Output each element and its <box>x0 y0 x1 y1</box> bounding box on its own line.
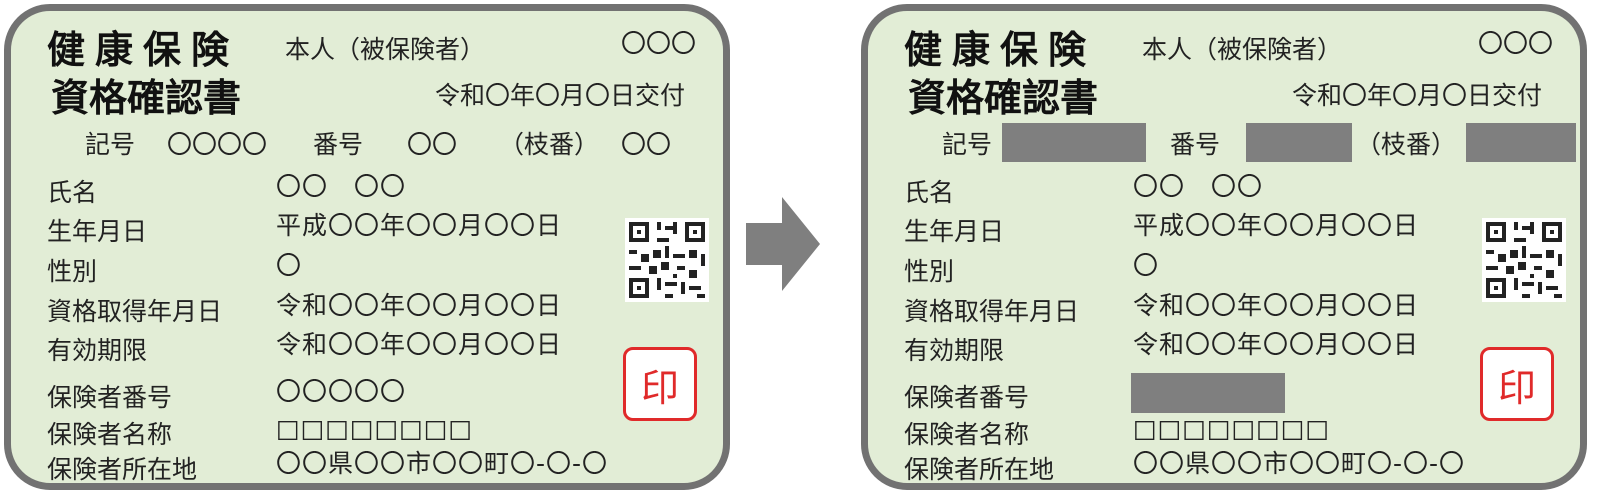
redacted-insurer-number <box>1131 373 1285 413</box>
symbol-label: 記号 <box>942 130 993 159</box>
redacted-number <box>1246 123 1352 162</box>
field-label-insurer-name: 保険者名称 <box>904 420 1030 449</box>
card-title-line1: 健康保険 <box>904 28 1097 72</box>
field-value-acquired: 令和〇〇年〇〇月〇〇日 <box>1133 291 1420 320</box>
symbol-label: 記号 <box>85 130 136 159</box>
field-label-expiry: 有効期限 <box>47 336 148 365</box>
top-right-code: 〇〇〇 <box>1478 29 1554 58</box>
subject-label: 本人（被保険者） <box>1142 35 1343 64</box>
card-title-line2: 資格確認書 <box>908 76 1099 120</box>
branch-label: （枝番） <box>1356 130 1457 159</box>
field-label-expiry: 有効期限 <box>904 336 1005 365</box>
field-value-acquired: 令和〇〇年〇〇月〇〇日 <box>276 291 563 320</box>
issue-date: 令和〇年〇月〇日交付 <box>1292 81 1543 110</box>
branch-value: 〇〇 <box>621 130 672 159</box>
field-label-name: 氏名 <box>47 178 98 207</box>
field-label-acquired: 資格取得年月日 <box>904 297 1080 326</box>
field-label-insurer-address: 保険者所在地 <box>47 455 198 484</box>
field-label-birthdate: 生年月日 <box>47 217 148 246</box>
field-value-expiry: 令和〇〇年〇〇月〇〇日 <box>276 330 563 359</box>
insurance-card-redacted: 健康保険 資格確認書 本人（被保険者） 〇〇〇 令和〇年〇月〇日交付 記号 番号… <box>861 4 1587 490</box>
field-label-insurer-address: 保険者所在地 <box>904 455 1055 484</box>
symbol-value: 〇〇〇〇 <box>167 130 268 159</box>
field-value-insurer-name: □□□□□□□□ <box>1133 414 1330 443</box>
field-value-insurer-address: 〇〇県〇〇市〇〇町〇-〇-〇 <box>276 449 609 478</box>
field-value-gender: 〇 <box>276 251 303 280</box>
insurance-card-original: 健康保険 資格確認書 本人（被保険者） 〇〇〇 令和〇年〇月〇日交付 記号 〇〇… <box>4 4 730 490</box>
seal-stamp: 印 <box>623 347 697 421</box>
number-label: 番号 <box>1170 130 1221 159</box>
card-title-line2: 資格確認書 <box>51 76 242 120</box>
field-value-insurer-name: □□□□□□□□ <box>276 414 473 443</box>
field-label-gender: 性別 <box>47 257 98 286</box>
field-value-expiry: 令和〇〇年〇〇月〇〇日 <box>1133 330 1420 359</box>
field-value-gender: 〇 <box>1133 251 1160 280</box>
redacted-symbol <box>1002 123 1146 162</box>
field-value-name: 〇〇 〇〇 <box>1133 172 1264 201</box>
field-label-acquired: 資格取得年月日 <box>47 297 223 326</box>
field-label-insurer-number: 保険者番号 <box>904 383 1030 412</box>
field-value-insurer-number: 〇〇〇〇〇 <box>276 377 407 406</box>
field-label-birthdate: 生年月日 <box>904 217 1005 246</box>
field-label-insurer-name: 保険者名称 <box>47 420 173 449</box>
number-value: 〇〇 <box>407 130 458 159</box>
field-value-name: 〇〇 〇〇 <box>276 172 407 201</box>
field-label-insurer-number: 保険者番号 <box>47 383 173 412</box>
qr-code-icon <box>1482 218 1566 302</box>
qr-code-icon <box>625 218 709 302</box>
number-label: 番号 <box>313 130 364 159</box>
top-right-code: 〇〇〇 <box>621 29 697 58</box>
seal-stamp: 印 <box>1480 347 1554 421</box>
right-arrow-icon <box>746 197 820 291</box>
card-title-line1: 健康保険 <box>47 28 240 72</box>
field-value-birthdate: 平成〇〇年〇〇月〇〇日 <box>276 211 563 240</box>
issue-date: 令和〇年〇月〇日交付 <box>435 81 686 110</box>
field-label-name: 氏名 <box>904 178 955 207</box>
subject-label: 本人（被保険者） <box>285 35 486 64</box>
field-label-gender: 性別 <box>904 257 955 286</box>
field-value-insurer-address: 〇〇県〇〇市〇〇町〇-〇-〇 <box>1133 449 1466 478</box>
branch-label: （枝番） <box>499 130 600 159</box>
redacted-branch <box>1466 123 1576 162</box>
field-value-birthdate: 平成〇〇年〇〇月〇〇日 <box>1133 211 1420 240</box>
